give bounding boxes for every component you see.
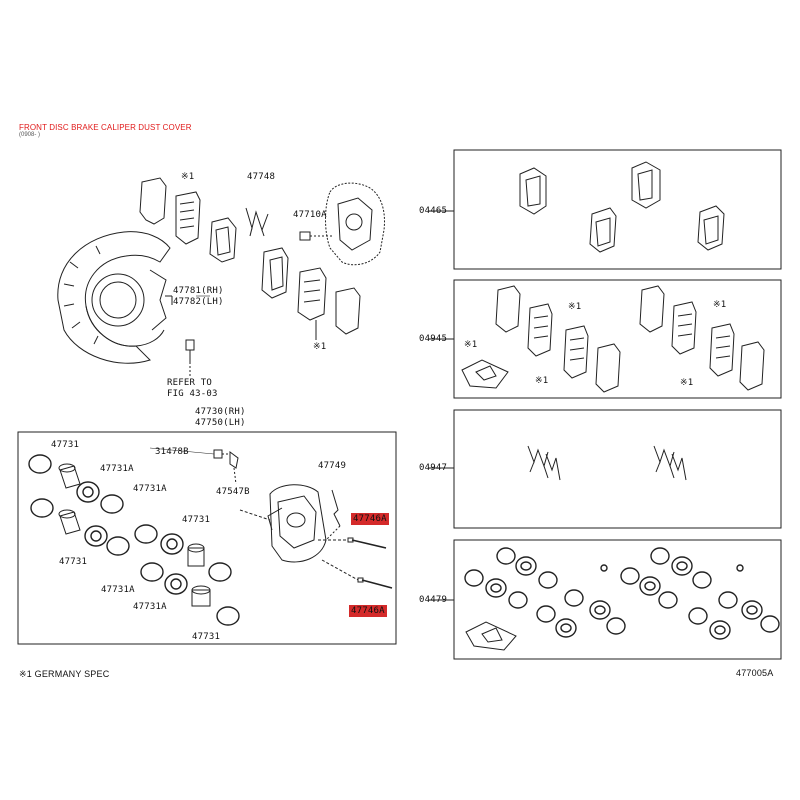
pad-wear-clip bbox=[245, 207, 269, 237]
part-label-47748[interactable]: 47748 bbox=[247, 172, 276, 182]
brake-pad-lower bbox=[261, 247, 289, 299]
part-label-47749[interactable]: 47749 bbox=[318, 461, 347, 471]
kit-04465-pads bbox=[519, 161, 725, 253]
caliper-bracket bbox=[325, 182, 385, 266]
piston-seal-ring bbox=[28, 454, 240, 626]
kit-04947-clips bbox=[527, 445, 687, 481]
part-label-47782-lh[interactable]: 47782(LH) bbox=[173, 297, 224, 307]
piston-boot bbox=[76, 481, 188, 595]
kit-04945-mark-d: ※1 bbox=[535, 376, 549, 386]
kit-frame-04465 bbox=[453, 149, 782, 270]
part-label-47731a-c[interactable]: 47731A bbox=[101, 585, 135, 595]
kit-04945-mark-a: ※1 bbox=[568, 302, 582, 312]
part-label-47710a[interactable]: 47710A bbox=[293, 210, 327, 220]
note-mark-pad-top: ※1 bbox=[181, 172, 195, 182]
brake-pad-anti-squeal-lower bbox=[297, 267, 327, 321]
kit-04479-grease-pack bbox=[465, 621, 517, 651]
footnote-germany-spec: ※1 GERMANY SPEC bbox=[19, 669, 110, 679]
brake-pad-anti-squeal bbox=[175, 191, 201, 245]
part-label-47731a-a[interactable]: 47731A bbox=[100, 464, 134, 474]
kit-04479-seals bbox=[464, 547, 780, 640]
refer-to-line1: REFER TO bbox=[167, 378, 212, 388]
pad-support-spring bbox=[325, 489, 341, 541]
kit-frame-04945 bbox=[453, 279, 782, 399]
part-label-47750-lh[interactable]: 47750(LH) bbox=[195, 418, 246, 428]
caliper-assembly-frame bbox=[17, 431, 397, 645]
piston bbox=[58, 463, 211, 607]
dust-cover-bolt bbox=[185, 339, 195, 376]
part-label-47731a-d[interactable]: 47731A bbox=[133, 602, 167, 612]
diagram-title: FRONT DISC BRAKE CALIPER DUST COVER bbox=[19, 123, 192, 132]
caliper-body bbox=[267, 484, 327, 563]
brake-pad-shim-outer bbox=[139, 177, 167, 225]
part-label-31478b[interactable]: 31478B bbox=[155, 447, 189, 457]
note-mark-pad-bottom: ※1 bbox=[313, 342, 327, 352]
part-label-47746a-bottom[interactable]: 47746A bbox=[349, 605, 387, 617]
kit-04945-mark-b: ※1 bbox=[713, 300, 727, 310]
kit-04945-mark-c: ※1 bbox=[464, 340, 478, 350]
brake-pad-shim-lower bbox=[335, 287, 361, 335]
bracket-bolt bbox=[299, 231, 332, 241]
pad-pin bbox=[239, 509, 393, 589]
part-label-47731-c[interactable]: 47731 bbox=[59, 557, 88, 567]
kit-04945-pads bbox=[461, 285, 765, 393]
kit-label-04479[interactable]: 04479 bbox=[419, 595, 448, 605]
refer-to-line2[interactable]: FIG 43-03 bbox=[167, 389, 218, 399]
kit-label-04947[interactable]: 04947 bbox=[419, 463, 448, 473]
part-label-47781-rh[interactable]: 47781(RH) bbox=[173, 286, 224, 296]
brake-pad-inner bbox=[209, 217, 237, 263]
diagram-subtitle: (0908- ) bbox=[19, 132, 41, 138]
bleeder-plug bbox=[213, 449, 239, 485]
part-label-47731-d[interactable]: 47731 bbox=[192, 632, 221, 642]
part-label-47731-b[interactable]: 47731 bbox=[182, 515, 211, 525]
part-label-47730-rh[interactable]: 47730(RH) bbox=[195, 407, 246, 417]
part-label-47547b[interactable]: 47547B bbox=[216, 487, 250, 497]
dust-cover-illustration bbox=[57, 231, 171, 364]
part-label-47731-a[interactable]: 47731 bbox=[51, 440, 80, 450]
kit-frame-04479 bbox=[453, 539, 782, 660]
part-label-47731a-b[interactable]: 47731A bbox=[133, 484, 167, 494]
kit-04945-mark-e: ※1 bbox=[680, 378, 694, 388]
kit-label-04945[interactable]: 04945 bbox=[419, 334, 448, 344]
part-label-47746a-top[interactable]: 47746A bbox=[351, 513, 389, 525]
kit-label-04465[interactable]: 04465 bbox=[419, 206, 448, 216]
kit-frame-04947 bbox=[453, 409, 782, 529]
diagram-id: 477005A bbox=[736, 668, 774, 678]
